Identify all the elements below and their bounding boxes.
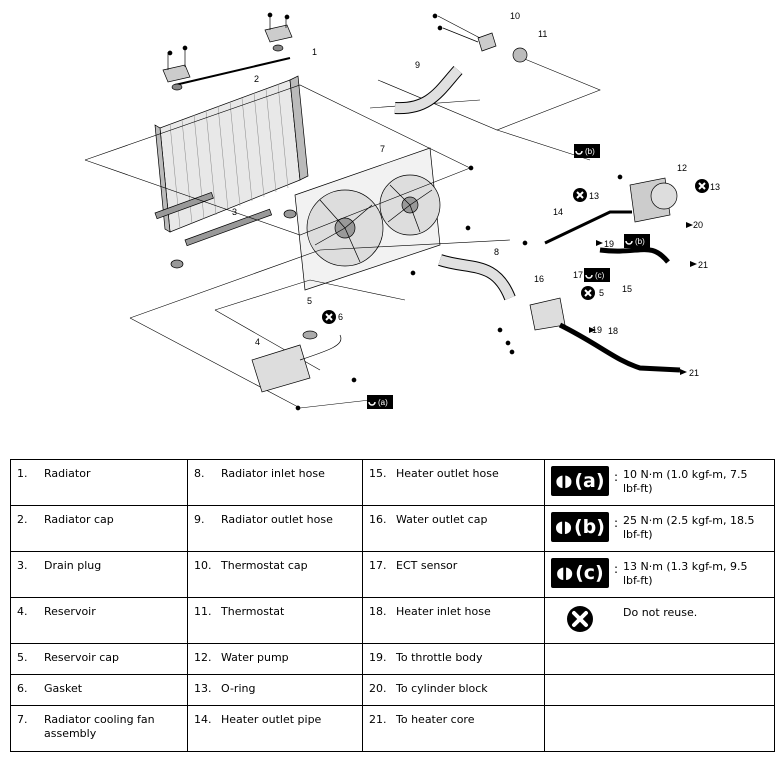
heater-outlet-pipe (544, 210, 632, 245)
legend-item: 2.Radiator cap (17, 513, 114, 527)
svg-text:(b): (b) (585, 147, 595, 156)
legend-item: 16.Water outlet cap (369, 513, 488, 527)
svg-text:(c): (c) (595, 271, 605, 280)
callout-7: 7 (380, 144, 385, 154)
callout-17: 17 (573, 270, 583, 280)
do-not-reuse-icon (581, 286, 595, 300)
radiator-cooling-fan-assembly (294, 147, 441, 291)
legend-item: 10.Thermostat cap (194, 559, 308, 573)
legend-item: 20.To cylinder block (369, 682, 488, 696)
callout-11: 11 (538, 29, 547, 39)
wrench-b-icon: ◖◗(b) (551, 512, 609, 543)
callout-4: 4 (255, 337, 260, 347)
callout-21b: 21 (689, 368, 699, 378)
callout-21a: 21 (698, 260, 708, 270)
do-not-reuse-spec: Do not reuse. (545, 598, 774, 634)
legend-item: 14.Heater outlet pipe (194, 712, 322, 726)
heater-outlet-hose (599, 247, 670, 264)
callout-13b: 13 (710, 182, 720, 192)
legend-item: 17.ECT sensor (369, 559, 458, 573)
callout-20: 20 (693, 220, 703, 230)
wrench-a-icon: ◖◗(a) (551, 466, 609, 496)
legend-item: 3.Drain plug (17, 559, 102, 573)
do-not-reuse-icon (695, 179, 709, 193)
legend-item: 7.Radiator cooling fan assembly (17, 712, 155, 740)
legend-item: 6.Gasket (17, 682, 83, 696)
torque-badge-b-upper: (b) (574, 144, 600, 158)
thermostat-cap (437, 15, 497, 52)
radiator (154, 57, 309, 247)
callout-18: 18 (608, 326, 618, 336)
torque-spec-c: ◖◗(c):13 N·m (1.3 kgf-m, 9.5 lbf-ft) (545, 552, 774, 589)
legend-item: 15.Heater outlet hose (369, 467, 499, 480)
callout-5b: 5 (599, 288, 604, 298)
legend-item: 8.Radiator inlet hose (194, 467, 325, 480)
callout-2: 2 (254, 74, 259, 84)
parts-legend-table: 1.Radiator 8.Radiator inlet hose 15.Heat… (10, 458, 775, 753)
do-not-reuse-icon (573, 188, 587, 202)
heater-inlet-hose (558, 322, 681, 373)
cooling-system-exploded-diagram: 1 2 3 4 5 6 7 8 9 10 11 12 13 13 14 15 1… (84, 11, 720, 411)
water-pump (629, 177, 678, 223)
legend-item: 21.To heater core (369, 712, 475, 726)
callout-9: 9 (415, 60, 420, 70)
upper-mount-brackets (162, 15, 293, 91)
torque-badge-c: (c) (584, 268, 610, 282)
legend-item: 13.O-ring (194, 682, 256, 696)
legend-item: 1.Radiator (17, 467, 91, 480)
legend-item: 18.Heater inlet hose (369, 605, 491, 619)
callout-6: 6 (338, 312, 343, 322)
callout-3: 3 (232, 207, 237, 217)
callout-14: 14 (553, 207, 563, 217)
do-not-reuse-icon (551, 604, 609, 634)
reservoir (251, 330, 342, 393)
callout-16: 16 (534, 274, 544, 284)
callout-19a: 19 (604, 239, 614, 249)
svg-text:(b): (b) (635, 237, 645, 246)
callout-8: 8 (494, 247, 499, 257)
callout-19b: 19 (592, 325, 602, 335)
thermostat (512, 47, 528, 63)
callout-15: 15 (622, 284, 632, 294)
wrench-c-icon: ◖◗(c) (551, 558, 609, 589)
callout-5: 5 (307, 296, 312, 306)
legend-item: 19.To throttle body (369, 651, 483, 665)
legend-item: 4.Reservoir (17, 605, 96, 619)
callout-1: 1 (312, 47, 317, 57)
torque-badge-a: (a) (367, 395, 393, 409)
svg-text:(a): (a) (378, 398, 388, 407)
legend-item: 12.Water pump (194, 651, 289, 665)
callout-13: 13 (589, 191, 599, 201)
legend-item: 9.Radiator outlet hose (194, 513, 333, 527)
do-not-reuse-icon (322, 310, 336, 324)
legend-item: 11.Thermostat (194, 605, 285, 619)
torque-badge-b-lower: (b) (624, 234, 650, 248)
callout-12: 12 (677, 163, 687, 173)
legend-item: 5.Reservoir cap (17, 651, 120, 665)
torque-spec-a: ◖◗(a):10 N·m (1.0 kgf-m, 7.5 lbf-ft) (545, 460, 774, 496)
torque-spec-b: ◖◗(b):25 N·m (2.5 kgf-m, 18.5 lbf-ft) (545, 506, 774, 543)
callout-10: 10 (510, 11, 520, 21)
water-outlet-cap (529, 297, 566, 331)
